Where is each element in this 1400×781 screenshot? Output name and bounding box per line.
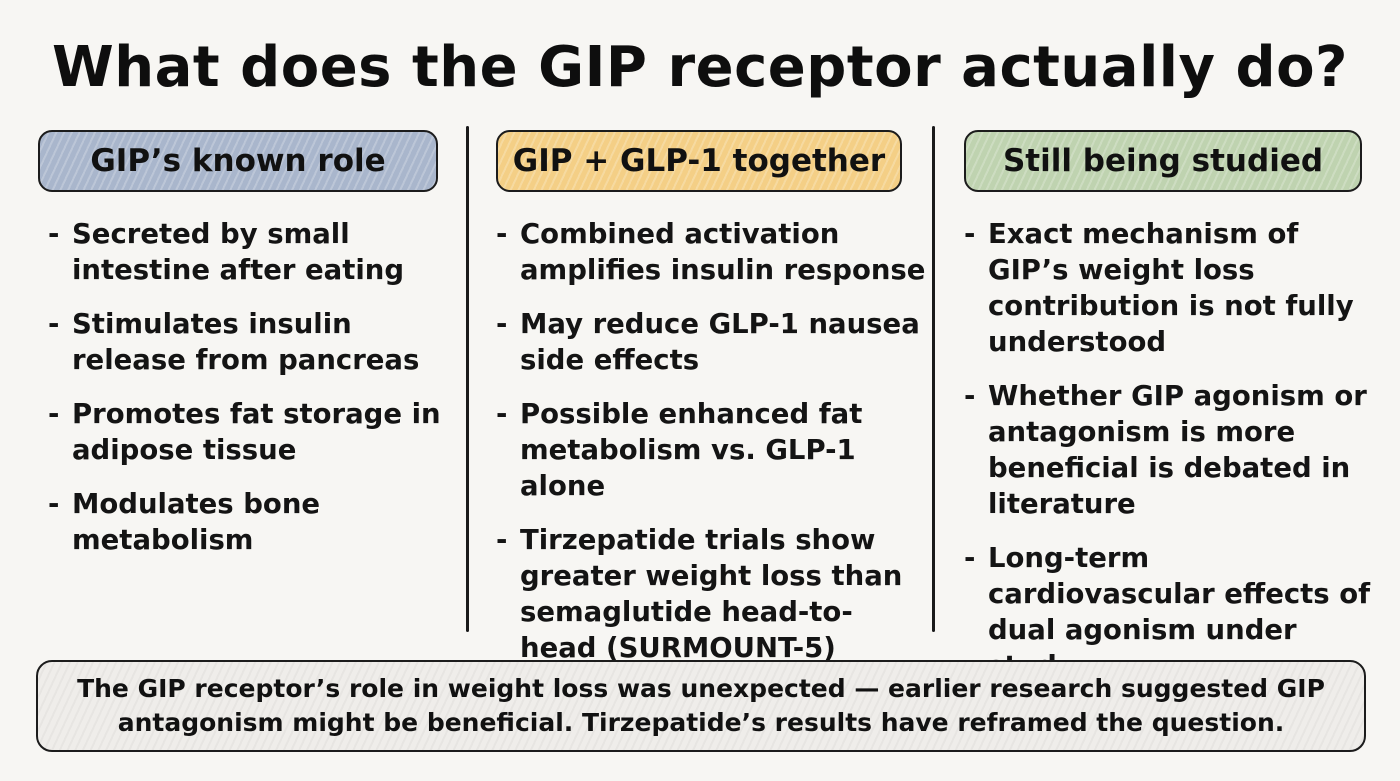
list-item: -Modulates bone metabolism bbox=[48, 486, 448, 558]
list-item-text: Combined activation amplifies insulin re… bbox=[520, 218, 926, 286]
list-item-text: May reduce GLP-1 nausea side effects bbox=[520, 308, 920, 376]
list-item: -Tirzepatide trials show greater weight … bbox=[496, 522, 926, 666]
bullet-dash: - bbox=[496, 308, 508, 340]
column-divider-2 bbox=[932, 126, 935, 632]
list-item-text: Secreted by small intestine after eating bbox=[72, 218, 405, 286]
list-item-text: Tirzepatide trials show greater weight l… bbox=[520, 524, 903, 664]
bullet-dash: - bbox=[964, 218, 976, 250]
header-being-studied: Still being studied bbox=[964, 130, 1362, 192]
header-known-role: GIP’s known role bbox=[38, 130, 438, 192]
list-item-text: Modulates bone metabolism bbox=[72, 488, 321, 556]
being-studied-list: -Exact mechanism of GIP’s weight loss co… bbox=[964, 216, 1384, 702]
list-item: -Promotes fat storage in adipose tissue bbox=[48, 396, 448, 468]
list-item: -Combined activation amplifies insulin r… bbox=[496, 216, 926, 288]
bullet-dash: - bbox=[964, 380, 976, 412]
summary-line-1: The GIP receptor’s role in weight loss w… bbox=[77, 674, 1325, 703]
list-item-text: Stimulates insulin release from pancreas bbox=[72, 308, 420, 376]
list-item-text: Exact mechanism of GIP’s weight loss con… bbox=[988, 218, 1354, 358]
bullet-dash: - bbox=[496, 398, 508, 430]
list-item: -Whether GIP agonism or antagonism is mo… bbox=[964, 378, 1384, 522]
together-list: -Combined activation amplifies insulin r… bbox=[496, 216, 926, 684]
summary-line-2: antagonism might be beneficial. Tirzepat… bbox=[117, 708, 1285, 737]
list-item-text: Promotes fat storage in adipose tissue bbox=[72, 398, 441, 466]
bullet-dash: - bbox=[496, 524, 508, 556]
list-item-text: Possible enhanced fat metabolism vs. GLP… bbox=[520, 398, 863, 502]
bullet-dash: - bbox=[496, 218, 508, 250]
known-role-list: -Secreted by small intestine after eatin… bbox=[48, 216, 448, 576]
bullet-dash: - bbox=[964, 542, 976, 574]
bullet-dash: - bbox=[48, 308, 60, 340]
list-item: -Stimulates insulin release from pancrea… bbox=[48, 306, 448, 378]
summary-box: The GIP receptor’s role in weight loss w… bbox=[36, 660, 1366, 752]
list-item: -May reduce GLP-1 nausea side effects bbox=[496, 306, 926, 378]
page-title: What does the GIP receptor actually do? bbox=[51, 35, 1349, 100]
list-item: -Exact mechanism of GIP’s weight loss co… bbox=[964, 216, 1384, 360]
header-together: GIP + GLP-1 together bbox=[496, 130, 902, 192]
list-item-text: Whether GIP agonism or antagonism is mor… bbox=[988, 380, 1367, 520]
bullet-dash: - bbox=[48, 398, 60, 430]
list-item: -Secreted by small intestine after eatin… bbox=[48, 216, 448, 288]
list-item: -Possible enhanced fat metabolism vs. GL… bbox=[496, 396, 926, 504]
column-divider-1 bbox=[466, 126, 469, 632]
bullet-dash: - bbox=[48, 488, 60, 520]
bullet-dash: - bbox=[48, 218, 60, 250]
